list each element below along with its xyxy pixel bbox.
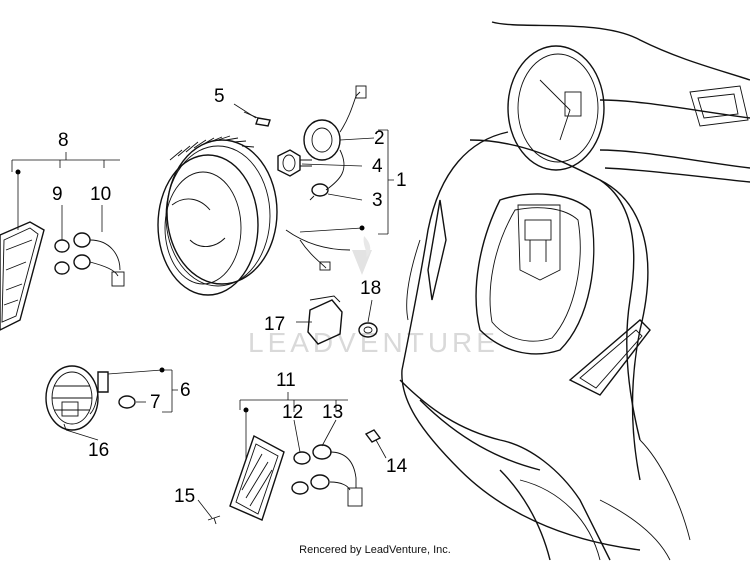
callout-12: 12	[282, 402, 303, 423]
callout-6: 6	[180, 380, 191, 401]
callout-15: 15	[174, 486, 195, 507]
callout-13: 13	[322, 402, 343, 423]
callout-1: 1	[396, 170, 407, 191]
rear-light	[45, 365, 136, 431]
callout-4: 4	[372, 156, 383, 177]
callout-14: 14	[386, 456, 408, 477]
callout-2: 2	[374, 128, 385, 149]
callout-18: 18	[360, 278, 381, 299]
callout-5: 5	[214, 86, 225, 107]
callout-8: 8	[58, 130, 69, 151]
callout-3: 3	[372, 190, 383, 211]
callout-11: 11	[276, 370, 296, 391]
render-credit: Rencered by LeadVenture, Inc.	[299, 544, 451, 556]
callout-17: 17	[264, 314, 285, 335]
callout-16: 16	[88, 440, 109, 461]
headlamp-assembly	[157, 85, 367, 296]
svg-text:LEADVENTURE: LEADVENTURE	[248, 327, 499, 358]
scooter-front-body	[399, 21, 750, 561]
center-bracket-parts	[307, 295, 378, 345]
left-side-light	[0, 221, 125, 331]
callout-10: 10	[90, 184, 111, 205]
callout-7: 7	[150, 392, 161, 413]
leader-lines	[11, 103, 394, 519]
callout-9: 9	[52, 184, 63, 205]
indicator-assembly	[207, 429, 382, 525]
callout-numbers: 8 9 10 5 2 4 1 3 18 17 6 7 16 11 12 13 1…	[52, 86, 408, 507]
